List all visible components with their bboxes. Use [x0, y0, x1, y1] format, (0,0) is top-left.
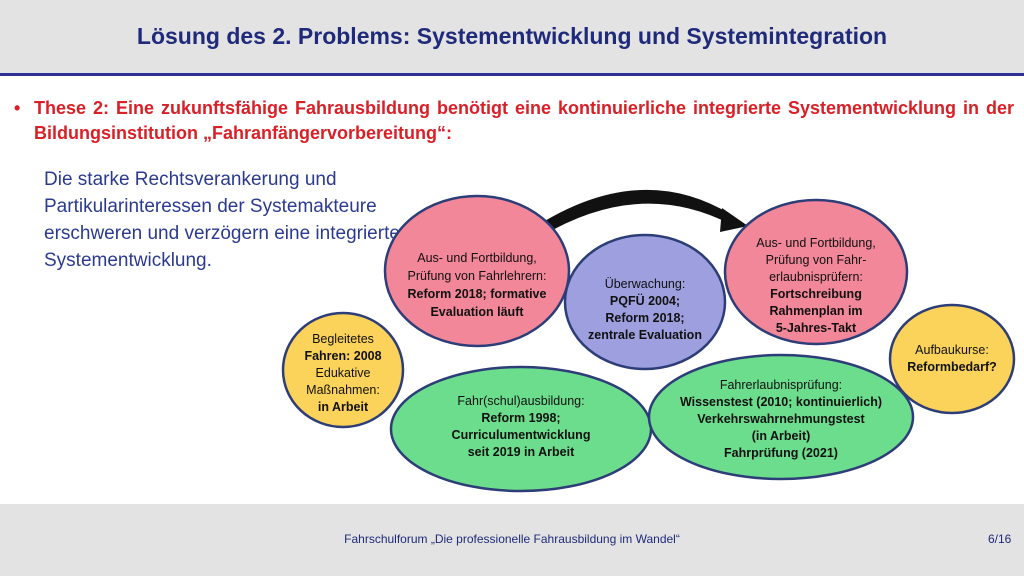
ellipse-fahrschul-line: seit 2019 in Arbeit: [468, 445, 575, 459]
thesis-bullet: • These 2: Eine zukunftsfähige Fahrausbi…: [14, 96, 1014, 146]
ellipse-fahrlehrer: Aus- und Fortbildung, Prüfung von Fahrleh…: [383, 194, 571, 348]
ellipse-fahrlehrer-line: Reform 2018; formative: [408, 287, 547, 301]
ellipse-fahrschul: Fahr(schul)ausbildung: Reform 1998; Curric…: [389, 365, 653, 493]
ellipse-fahrlehrer-line: Evaluation läuft: [430, 305, 524, 319]
ellipse-begleitet-line: Edukative: [316, 366, 371, 380]
ellipse-fahrerlaubnis-line: Verkehrswahrnehmungstest: [697, 412, 865, 426]
cycle-arrow-right-head: [720, 208, 748, 232]
thesis-text: These 2: Eine zukunftsfähige Fahrausbild…: [34, 98, 1014, 143]
ellipse-fahrlehrer-line: Aus- und Fortbildung,: [417, 251, 537, 265]
ellipse-fahrerlaubnis-line: Wissenstest (2010; kontinuierlich): [680, 395, 882, 409]
ellipse-begleitet-line: Fahren: 2008: [304, 349, 381, 363]
ellipse-fahrerlaubnis-line: Fahrerlaubnisprüfung:: [720, 378, 842, 392]
ellipse-pruefer-line: Fortschreibung: [770, 287, 862, 301]
ellipse-pruefer-line: erlaubnisprüfern:: [769, 270, 863, 284]
ellipse-ueberwachung-line: PQFÜ 2004;: [610, 293, 680, 308]
ellipse-begleitet-line: Begleitetes: [312, 332, 374, 346]
ellipse-begleitet-shape: [281, 311, 405, 429]
arrow-statement-text: Die starke Rechtsverankerung und Partiku…: [44, 169, 400, 271]
ellipse-fahrerlaubnis-line: (in Arbeit): [752, 429, 811, 443]
ellipse-fahrerlaubnis-shape: [647, 353, 915, 481]
cycle-arrow-icon: [535, 189, 730, 236]
ellipse-pruefer-shape: [723, 198, 909, 346]
ellipse-fahrschul-line: Fahr(schul)ausbildung:: [457, 394, 584, 408]
ellipse-aufbau: Aufbaukurse: Reformbedarf?: [888, 303, 1016, 415]
ellipse-pruefer-line: Aus- und Fortbildung,: [756, 236, 876, 250]
footer-bar: [0, 504, 1024, 576]
ellipse-fahrerlaubnis-line: Fahrprüfung (2021): [724, 446, 838, 460]
ellipse-fahrerlaubnis: Fahrerlaubnisprüfung: Wissenstest (2010; …: [647, 353, 915, 481]
ellipse-aufbau-line: Reformbedarf?: [907, 360, 997, 374]
ellipse-ueberwachung-line: Überwachung:: [605, 277, 686, 291]
ellipse-fahrschul-line: Reform 1998;: [481, 411, 560, 425]
ellipse-pruefer: Aus- und Fortbildung, Prüfung von Fahr-er…: [723, 198, 909, 346]
ellipse-fahrlehrer-line: Prüfung von Fahrlehrern:: [408, 269, 547, 283]
ellipse-ueberwachung-line: zentrale Evaluation: [588, 328, 702, 342]
ellipse-ueberwachung-shape: [563, 233, 727, 371]
ellipse-pruefer-line: Rahmenplan im: [769, 304, 862, 318]
footer-text: Fahrschulforum „Die professionelle Fahra…: [344, 532, 680, 546]
ellipse-pruefer-line: Prüfung von Fahr-: [766, 253, 867, 267]
ellipse-aufbau-shape: [888, 303, 1016, 415]
ellipse-aufbau-line: Aufbaukurse:: [915, 343, 989, 357]
ellipse-ueberwachung-line: Reform 2018;: [605, 311, 684, 325]
ellipse-fahrschul-line: Curriculumentwicklung: [452, 428, 591, 442]
ellipse-begleitet-line: in Arbeit: [318, 400, 369, 414]
ellipse-fahrlehrer-shape: [383, 194, 571, 348]
ellipse-ueberwachung: Überwachung: PQFÜ 2004; Reform 2018; zentra…: [563, 233, 727, 371]
page-number: 6/16: [988, 532, 1012, 546]
ellipse-pruefer-line: 5-Jahres-Takt: [776, 321, 857, 335]
arrow-statement: Die starke Rechtsverankerung und Partiku…: [24, 166, 414, 274]
ellipse-begleitet-line: Maßnahmen:: [306, 383, 380, 397]
bullet-icon: •: [14, 98, 21, 118]
slide-title: Lösung des 2. Problems: Systementwicklun…: [136, 23, 888, 49]
title-bar: [0, 0, 1024, 76]
